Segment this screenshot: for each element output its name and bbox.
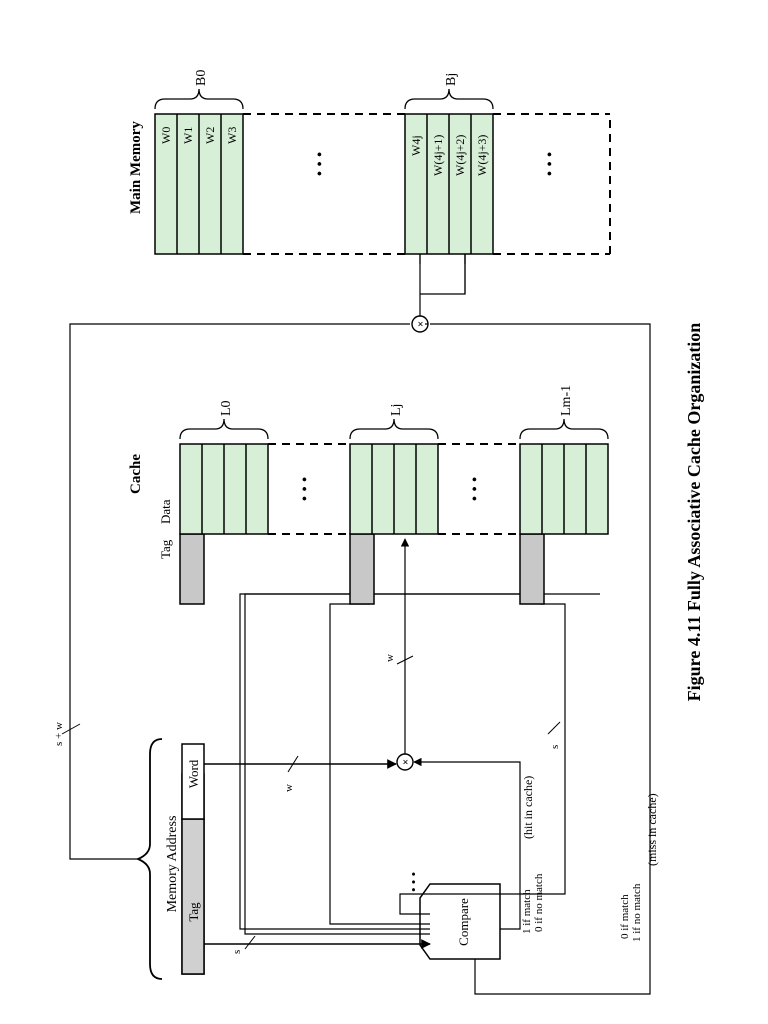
cache-lm-brace — [519, 418, 609, 440]
s-label-tag: s — [231, 950, 243, 954]
memory-ellipsis-a: • • • — [312, 152, 329, 177]
hit-out-0: 0 if no match — [533, 873, 545, 932]
memory-b0-label: B0 — [194, 70, 209, 86]
memory-bj-brace — [404, 88, 494, 110]
compare-unit: Compare • • • — [406, 872, 501, 960]
cache-lj-tag — [349, 533, 375, 605]
hit-out-1: 1 if match — [521, 889, 533, 934]
hit-mux-symbol: × — [400, 759, 412, 765]
cache-title: Cache — [128, 454, 144, 494]
cache-ellipsis-b: • • • — [467, 477, 484, 502]
memory-bj-w0: W4j — [409, 135, 423, 156]
memory-b0-w1: W1 — [181, 127, 195, 144]
main-memory-title: Main Memory — [128, 121, 144, 214]
cache-lm-tag — [519, 533, 545, 605]
memory-bj-w2: W(4j+2) — [453, 135, 467, 176]
cache-ellipsis-a: • • • — [297, 477, 314, 502]
address-tag-label: Tag — [186, 902, 201, 922]
memory-b0-w3: W3 — [225, 127, 239, 144]
memory-b0-w0: W0 — [159, 127, 173, 144]
cache-l0-tag — [179, 533, 205, 605]
s-tick-cache — [547, 721, 561, 735]
cache-l0-brace — [179, 418, 269, 440]
w-tick-mux — [396, 655, 414, 665]
miss-signal-line — [430, 323, 651, 995]
memory-address-register: Tag Word Memory Address — [135, 738, 205, 980]
rotated-figure: Tag Word Memory Address s + w Compare • … — [53, 70, 704, 995]
s-plus-w-label: s + w — [53, 722, 65, 746]
hit-signal-line — [413, 757, 521, 930]
compare-dots: • • • — [406, 872, 421, 892]
memory-mux-symbol: × — [415, 321, 427, 327]
main-memory: Main Memory W0 W1 W2 W3 B0 • • • W4j W(4… — [128, 70, 611, 255]
cache-tag-col: Tag — [158, 539, 173, 559]
memory-b0-brace — [154, 88, 244, 110]
figure-caption: Figure 4.11 Fully Associative Cache Orga… — [684, 323, 704, 702]
tag-l0-route — [239, 593, 600, 930]
cache-block: Cache Tag Data L0 • • • Lj — [128, 385, 609, 605]
memory-ellipsis-b: • • • — [542, 152, 559, 177]
cache-data-col: Data — [158, 499, 173, 524]
memory-address-brace — [135, 738, 163, 980]
cache-lj-label: Lj — [389, 404, 404, 416]
s-tick-tag — [244, 935, 256, 950]
compare-box — [419, 883, 501, 960]
hit-note: (hit in cache) — [521, 776, 535, 839]
tag-lm-to-compare — [399, 603, 566, 915]
w-tick-word — [287, 755, 299, 773]
miss-note: (miss in cache) — [645, 793, 659, 866]
compare-label: Compare — [456, 898, 471, 946]
miss-out-0: 0 if match — [619, 894, 631, 939]
memory-b0-w2: W2 — [203, 127, 217, 144]
s-plus-w-tick — [61, 723, 81, 735]
w-label-mux: w — [384, 654, 396, 662]
s-label-cache: s — [549, 745, 561, 749]
memory-bj-w3: W(4j+3) — [475, 135, 489, 176]
w-label-word: w — [283, 784, 295, 792]
memory-bj-label: Bj — [444, 73, 459, 86]
address-word-label: Word — [186, 759, 201, 788]
miss-out-1: 1 if no match — [631, 883, 643, 942]
cache-lj-brace — [349, 418, 439, 440]
address-tag-field — [181, 818, 205, 975]
cache-l0-label: L0 — [219, 400, 234, 416]
memory-bj-w1: W(4j+1) — [431, 135, 445, 176]
memory-address-label: Memory Address — [165, 816, 180, 913]
s-plus-w-bus — [69, 323, 410, 860]
address-word-field — [181, 743, 205, 820]
cache-lm-label: Lm-1 — [559, 385, 574, 416]
